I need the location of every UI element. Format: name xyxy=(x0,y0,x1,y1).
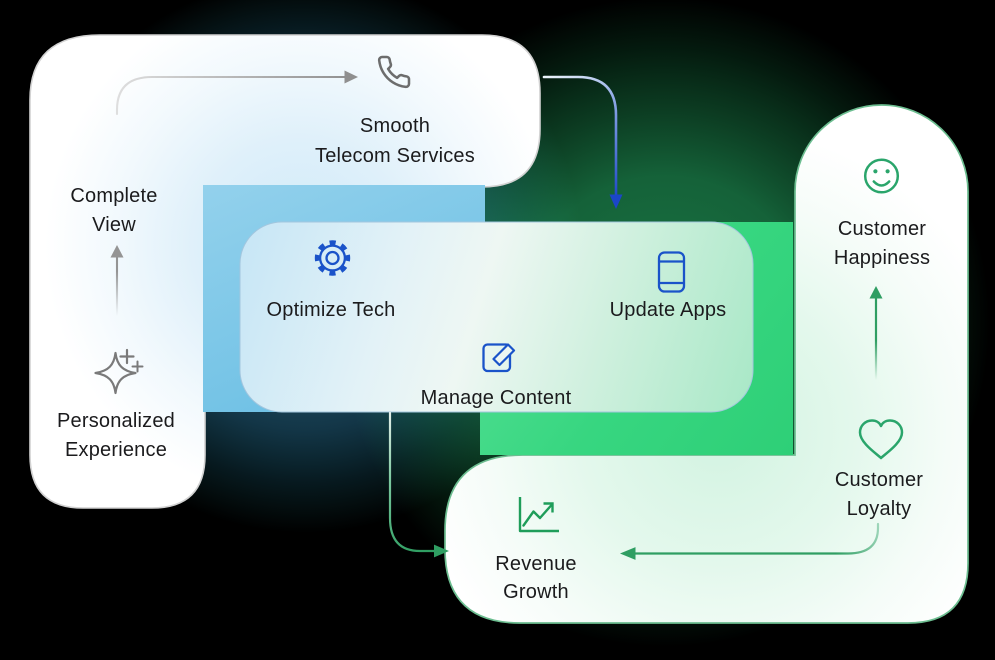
node-label-revenue-growth: Revenue Growth xyxy=(495,553,577,603)
node-label-customer-loyalty: Customer Loyalty xyxy=(834,469,924,520)
arrow-loyalty-to-revenue xyxy=(620,522,880,560)
node-label-smooth-telecom: Smooth Telecom Services xyxy=(315,115,475,167)
node-label-optimize-tech: Optimize Tech xyxy=(266,299,396,321)
left-blob-shape xyxy=(29,34,541,509)
heart-icon xyxy=(858,419,904,460)
arrow-view-to-telecom xyxy=(115,70,358,116)
phone-handset-icon xyxy=(377,55,411,89)
sparkle-icon xyxy=(94,348,144,395)
gear-icon xyxy=(314,240,351,276)
right-blob-shape xyxy=(444,104,969,624)
node-label-personalized-experience: Personalized Experience xyxy=(56,410,176,461)
node-label-manage-content: Manage Content xyxy=(420,387,572,409)
smiley-face-icon xyxy=(863,158,900,194)
edit-compose-icon xyxy=(482,343,516,373)
node-label-complete-view: Complete View xyxy=(70,185,158,236)
mobile-phone-icon xyxy=(657,251,686,293)
arrow-personalized-to-view xyxy=(110,245,124,316)
line-chart-up-icon xyxy=(518,497,559,533)
node-label-customer-happiness: Customer Happiness xyxy=(833,218,931,269)
arrow-loyalty-to-happiness xyxy=(869,286,883,380)
node-label-update-apps: Update Apps xyxy=(609,299,727,321)
arrow-telecom-to-card xyxy=(542,75,623,209)
center-card xyxy=(239,221,754,413)
arrow-card-to-revenue xyxy=(388,411,449,558)
